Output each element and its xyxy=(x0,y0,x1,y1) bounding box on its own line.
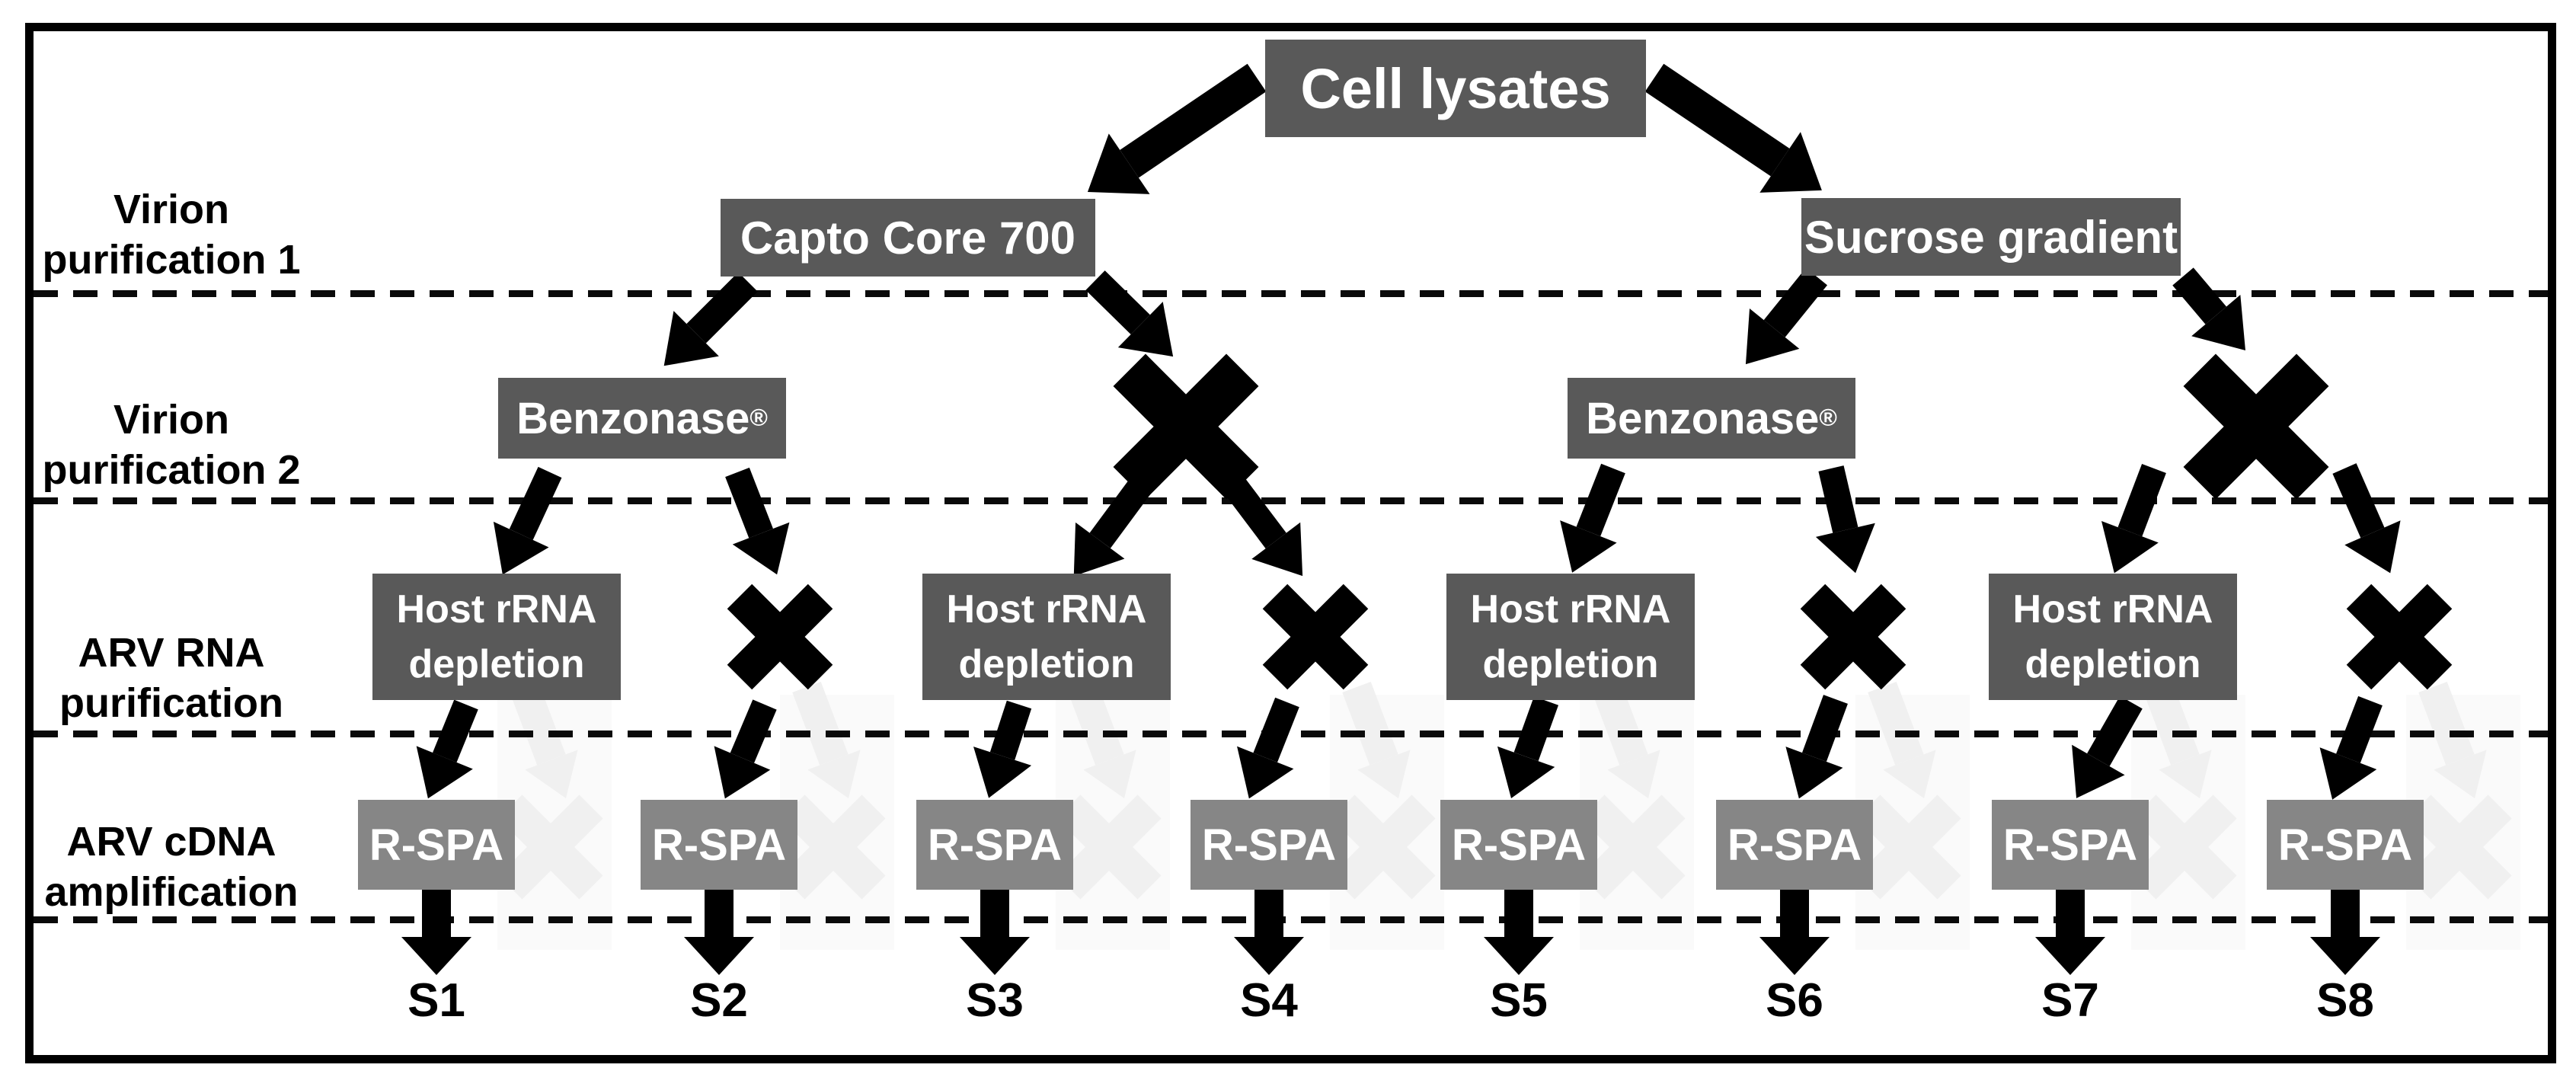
stage-label-line: Virion xyxy=(113,187,230,232)
output-arrow-head xyxy=(1484,937,1554,975)
host-rrna-depletion-box: Host rRNA depletion xyxy=(372,574,621,700)
output-arrow-shaft xyxy=(422,890,451,937)
benzonase-label: Benzonase xyxy=(516,393,750,443)
stage-divider-line xyxy=(34,497,2548,504)
sample-label: S8 xyxy=(2316,974,2374,1027)
stage-label-line: purification xyxy=(59,680,283,726)
cell-lysates-box: Cell lysates xyxy=(1265,40,1646,137)
sample-label: S6 xyxy=(1766,974,1823,1027)
r-spa-box: R-SPA xyxy=(1191,800,1347,890)
sample-label: S7 xyxy=(2041,974,2099,1027)
output-arrow xyxy=(1234,890,1304,975)
output-arrow-head xyxy=(684,937,754,975)
host-rrna-depletion-box: Host rRNA depletion xyxy=(1989,574,2237,700)
stage-label-line: purification 1 xyxy=(42,237,301,283)
r-spa-box: R-SPA xyxy=(1440,800,1597,890)
stage-divider-line xyxy=(34,731,2548,737)
output-arrow-head xyxy=(401,937,471,975)
output-arrow xyxy=(1484,890,1554,975)
r-spa-box: R-SPA xyxy=(916,800,1073,890)
benzonase-label: Benzonase xyxy=(1586,393,1820,443)
host-rrna-line: depletion xyxy=(408,642,585,686)
stage-label-line: purification 2 xyxy=(42,447,301,493)
sample-label: S5 xyxy=(1490,974,1548,1027)
output-arrow-shaft xyxy=(1254,890,1283,937)
sample-label: S4 xyxy=(1240,974,1298,1027)
stage-divider-line xyxy=(34,916,2548,923)
output-arrow xyxy=(2310,890,2380,975)
sample-label: S1 xyxy=(407,974,465,1027)
output-arrow xyxy=(684,890,754,975)
stage-label-line: ARV cDNA xyxy=(66,819,276,865)
host-rrna-line: depletion xyxy=(958,642,1135,686)
output-arrow-head xyxy=(2310,937,2380,975)
stage-label: Virion purification 1 xyxy=(4,184,339,285)
host-rrna-depletion-box: Host rRNA depletion xyxy=(922,574,1171,700)
r-spa-box: R-SPA xyxy=(1992,800,2149,890)
r-spa-box: R-SPA xyxy=(2267,800,2424,890)
output-arrow-shaft xyxy=(2331,890,2360,937)
registered-mark: ® xyxy=(749,404,768,432)
sample-label: S3 xyxy=(966,974,1024,1027)
diagram-border xyxy=(25,23,2556,1063)
output-arrow-shaft xyxy=(1780,890,1809,937)
stage-label-line: amplification xyxy=(44,869,299,915)
host-rrna-line: Host rRNA xyxy=(946,587,1147,631)
output-arrow-shaft xyxy=(980,890,1009,937)
output-arrow xyxy=(1759,890,1830,975)
output-arrow-head xyxy=(960,937,1030,975)
stage-label-line: ARV RNA xyxy=(78,630,265,676)
output-arrow xyxy=(401,890,471,975)
host-rrna-line: Host rRNA xyxy=(396,587,597,631)
sucrose-gradient-box: Sucrose gradient xyxy=(1801,198,2181,276)
output-arrow-shaft xyxy=(705,890,733,937)
host-rrna-line: Host rRNA xyxy=(2012,587,2213,631)
output-arrow xyxy=(960,890,1030,975)
host-rrna-line: depletion xyxy=(1482,642,1659,686)
output-arrow-shaft xyxy=(2056,890,2085,937)
benzonase-box: Benzonase® xyxy=(1568,378,1855,459)
benzonase-box: Benzonase® xyxy=(498,378,786,459)
r-spa-box: R-SPA xyxy=(641,800,797,890)
host-rrna-line: Host rRNA xyxy=(1470,587,1671,631)
sample-label: S2 xyxy=(690,974,748,1027)
r-spa-box: R-SPA xyxy=(358,800,515,890)
host-rrna-line: depletion xyxy=(2025,642,2201,686)
output-arrow xyxy=(2035,890,2105,975)
stage-divider-line xyxy=(34,290,2548,297)
output-arrow-shaft xyxy=(1504,890,1533,937)
output-arrow-head xyxy=(1234,937,1304,975)
registered-mark: ® xyxy=(1819,404,1837,432)
capto-core-700-box: Capto Core 700 xyxy=(721,199,1095,277)
stage-label-line: Virion xyxy=(113,397,230,443)
host-rrna-depletion-box: Host rRNA depletion xyxy=(1446,574,1695,700)
output-arrow-head xyxy=(2035,937,2105,975)
r-spa-box: R-SPA xyxy=(1716,800,1873,890)
output-arrow-head xyxy=(1759,937,1830,975)
